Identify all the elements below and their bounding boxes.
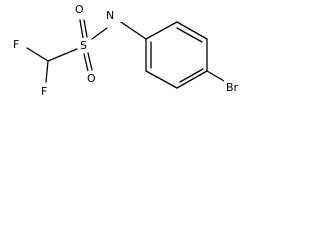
label-bg-o-bottom [85, 71, 99, 85]
atom-o-bottom-label: O [87, 72, 96, 85]
label-bg-n [104, 8, 122, 22]
bond-c-f-top [26, 47, 49, 62]
ring-bond-2 [145, 70, 178, 89]
ring-bond-5 [176, 21, 208, 40]
label-bg-f-top [11, 37, 25, 51]
label-bg-s [78, 38, 90, 52]
bond-c4-br [206, 70, 225, 82]
bond-s-n [91, 27, 108, 40]
bond-s-o-bottom-a [83, 53, 89, 72]
bond-c-f-bottom [45, 60, 49, 83]
bond-n-c1 [117, 19, 147, 40]
atom-s-label: S [80, 39, 87, 52]
label-bg-o-top [73, 2, 87, 16]
atom-label-layer: N S O O F F Br [11, 2, 248, 98]
bond-s-o-bottom-b [87, 52, 93, 71]
bond-s-o-top-b [83, 19, 88, 38]
atom-f-top-label: F [13, 38, 19, 51]
ring-bond-3 [176, 70, 208, 89]
atom-f-bottom-label: F [41, 85, 47, 98]
label-bg-f-bottom [39, 84, 53, 98]
bond-s-o-top-a [79, 19, 84, 39]
ring-bond-6 [145, 21, 178, 40]
bond-layer [26, 19, 225, 89]
ring-inner-bond-2 [179, 68, 204, 83]
chemical-structure-diagram: N S O O F F Br [11, 2, 248, 98]
atom-o-top-label: O [75, 3, 84, 16]
label-bg-br [224, 80, 248, 94]
ring-inner-bond-3 [176, 27, 203, 43]
atom-br-label: Br [226, 81, 239, 94]
bond-s-chf2 [47, 48, 78, 62]
atom-n-label: N [106, 9, 114, 22]
